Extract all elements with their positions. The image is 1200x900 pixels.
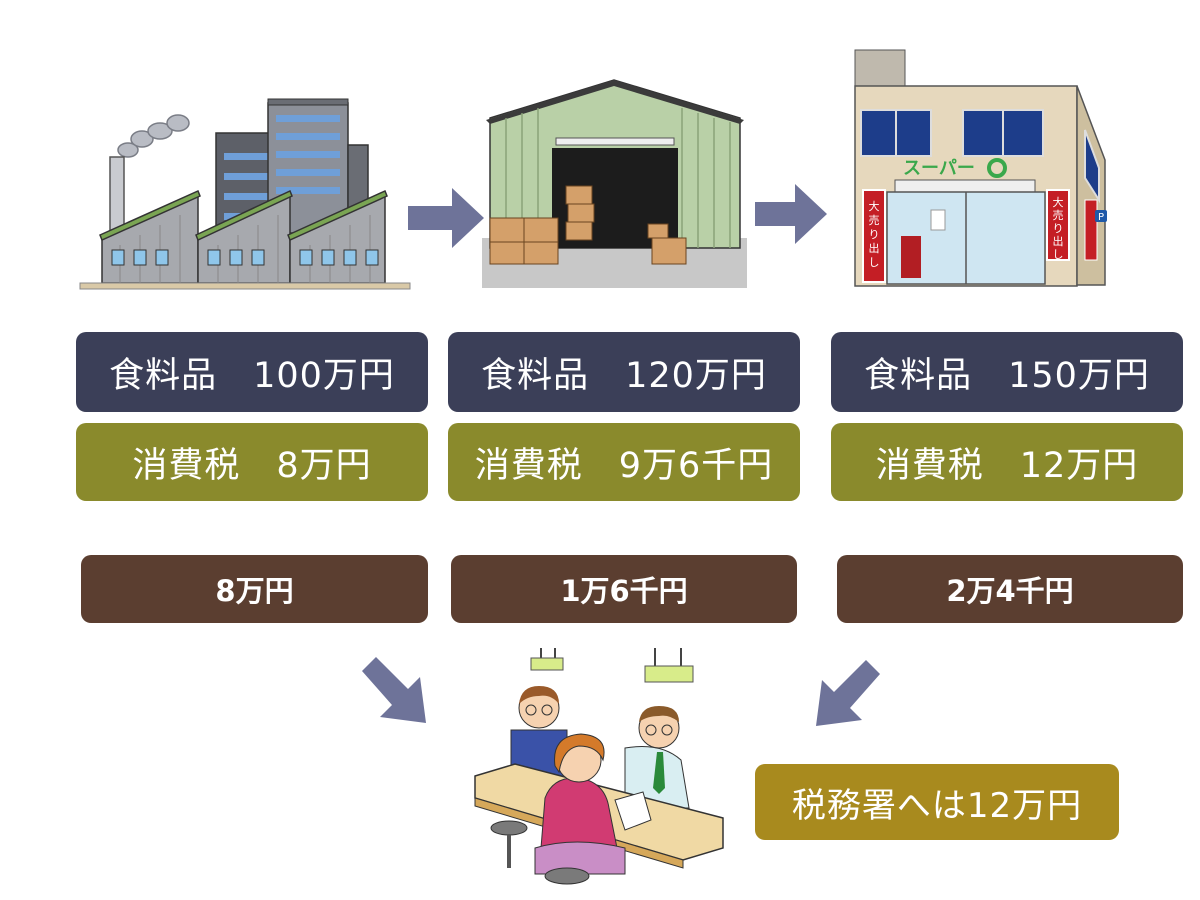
tax-office-counter-illustration [474,648,724,885]
food-price-box-factory: 食料品 100万円 [76,332,428,412]
right-arrow-icon [408,188,484,248]
consumption-tax-box-factory: 消費税 8万円 [76,423,428,501]
tax-office-total-box: 税務署へは12万円 [755,764,1119,840]
tax-payment-box-wholesale: 1万6千円 [451,555,797,623]
store-sign: スーパー [903,158,975,179]
factory-illustration [79,98,411,290]
tax-payment-box-factory: 8万円 [81,555,428,623]
down-right-arrow-icon [362,657,426,723]
svg-text:大売り出し: 大売り出し [1053,195,1064,261]
food-price-box-wholesale: 食料品 120万円 [448,332,800,412]
consumption-tax-box-wholesale: 消費税 9万6千円 [448,423,800,501]
tax-payment-box-retail: 2万4千円 [837,555,1183,623]
food-price-box-retail: 食料品 150万円 [831,332,1183,412]
consumption-tax-box-retail: 消費税 12万円 [831,423,1183,501]
parking-sign: P [1098,212,1104,223]
warehouse-illustration [482,79,747,288]
supermarket-illustration: スーパー 大売り出し 大売り出し P [854,49,1107,287]
down-left-arrow-icon [816,660,880,726]
svg-text:大売り出し: 大売り出し [869,199,880,269]
right-arrow-icon [755,184,827,244]
